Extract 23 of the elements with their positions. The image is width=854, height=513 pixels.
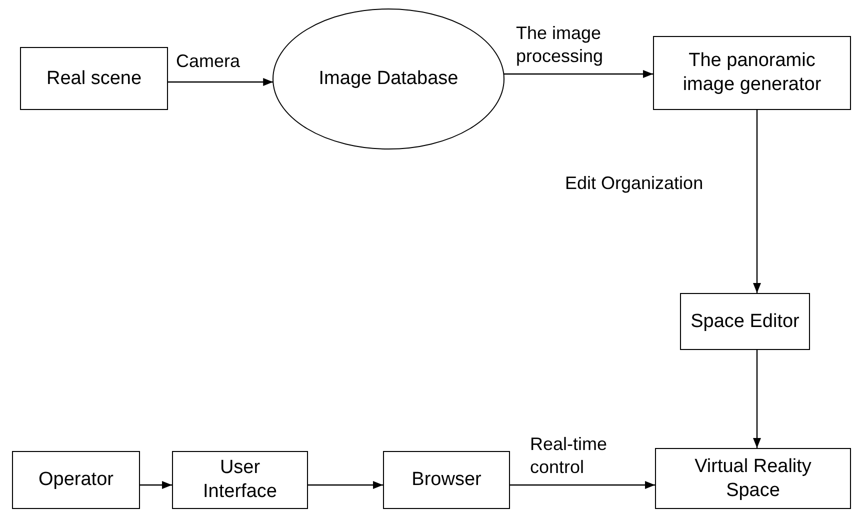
arrow: [753, 350, 761, 448]
node-label: Virtual Reality Space: [694, 454, 812, 502]
node-label: User Interface: [202, 456, 278, 504]
arrow: [510, 481, 655, 489]
process-box: [383, 451, 510, 509]
node-label: Operator: [38, 468, 114, 492]
process-box: [653, 36, 851, 110]
arrow: [168, 78, 274, 86]
node-label: Real scene: [45, 66, 143, 90]
process-box: [12, 451, 140, 509]
node-label: Space Editor: [690, 310, 800, 334]
node-label: The panoramic image generator: [682, 49, 822, 97]
node-label: Image Database: [318, 67, 460, 91]
process-box: [655, 448, 851, 509]
process-box: [172, 451, 308, 509]
arrow: [753, 110, 761, 293]
process-box: [680, 293, 810, 350]
process-box: [20, 47, 168, 110]
node-label: Browser: [410, 468, 482, 492]
arrow: [140, 481, 172, 489]
arrow: [504, 70, 653, 78]
data-store-ellipse: [272, 8, 505, 150]
arrow: [308, 481, 383, 489]
